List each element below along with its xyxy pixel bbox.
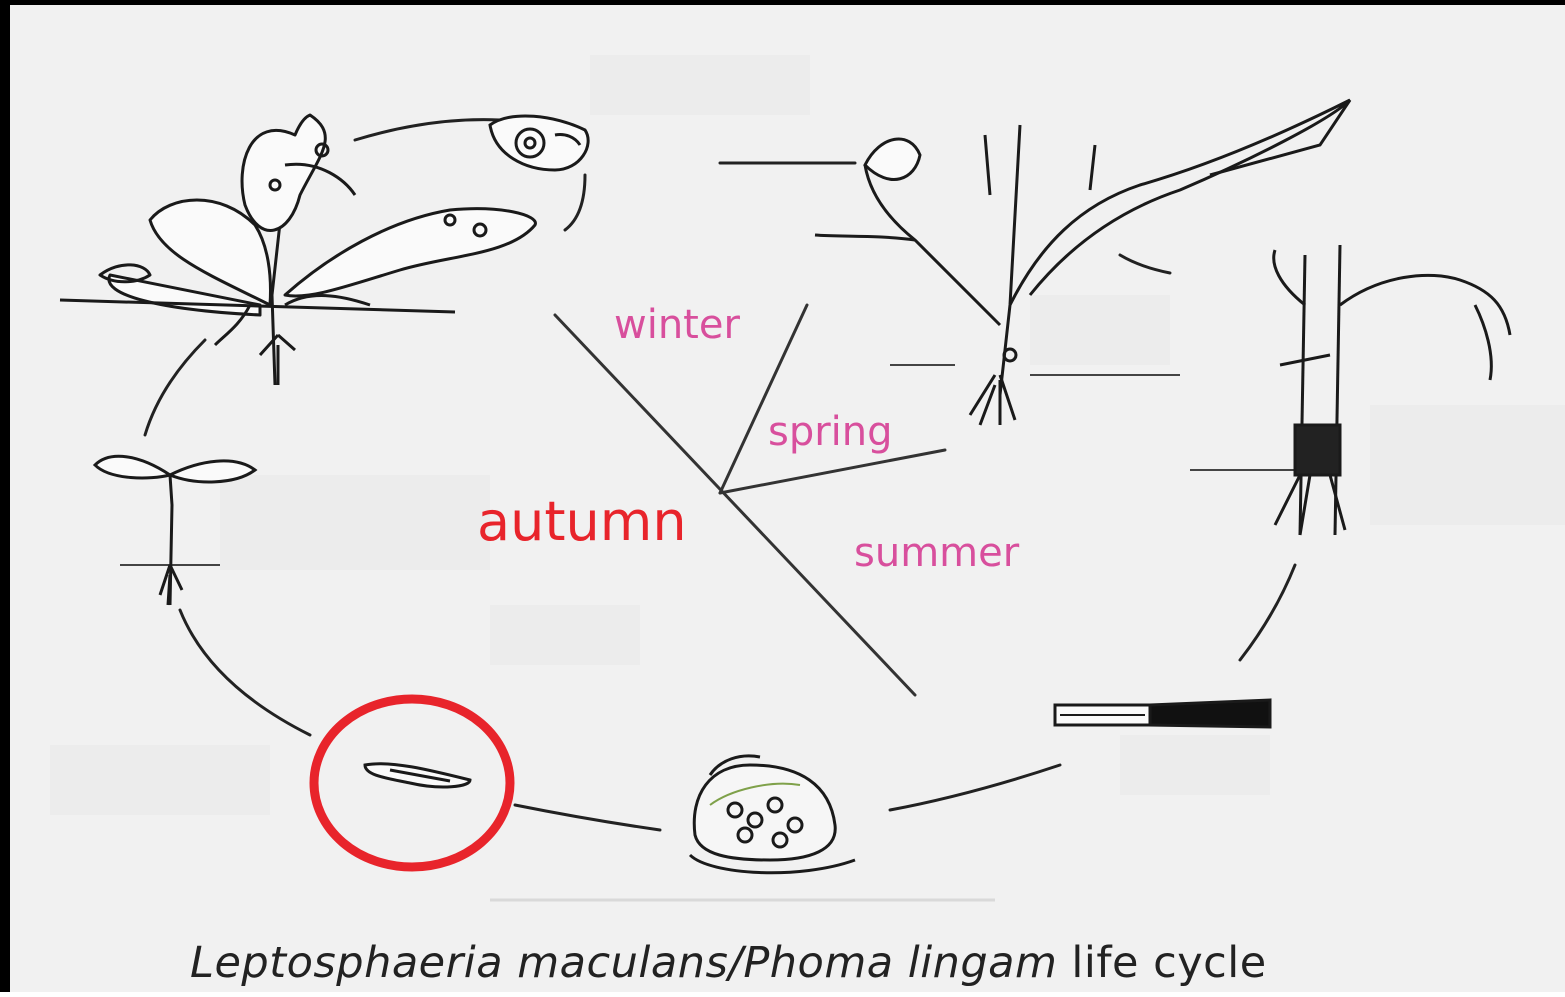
figure-caption: Leptosphaeria maculans/Phoma lingam life … <box>190 938 1267 988</box>
connector-rosette-to-lesion <box>355 120 500 140</box>
season-label-summer: summer <box>854 533 1019 573</box>
infected-stem-drawing <box>1055 700 1270 727</box>
connector-stem-to-pseudothecia <box>890 765 1060 810</box>
flowering-plant-drawing <box>815 100 1350 425</box>
leaf-lesion-drawing <box>490 116 588 170</box>
connector-right-mid <box>1120 255 1170 273</box>
season-label-winter: winter <box>614 305 740 345</box>
stubble-fragment-drawing <box>365 764 470 787</box>
season-label-autumn: autumn <box>477 495 687 549</box>
life-cycle-diagram <box>10 5 1565 997</box>
connector-pseudothecia-to-stubble <box>515 805 660 830</box>
connector-canker-to-stem <box>1240 565 1295 660</box>
connector-seedling-to-rosette <box>145 340 205 435</box>
pseudothecium-drawing <box>690 756 855 873</box>
caption-suffix: life cycle <box>1071 938 1266 988</box>
caption-species: Leptosphaeria maculans/Phoma lingam <box>190 938 1057 988</box>
connector-lesion-down <box>565 175 585 230</box>
rosette-plant-drawing <box>60 115 535 385</box>
divider-spring-summer <box>720 450 945 493</box>
connector-stubble-to-seedling <box>180 610 310 735</box>
season-label-spring: spring <box>768 412 893 452</box>
